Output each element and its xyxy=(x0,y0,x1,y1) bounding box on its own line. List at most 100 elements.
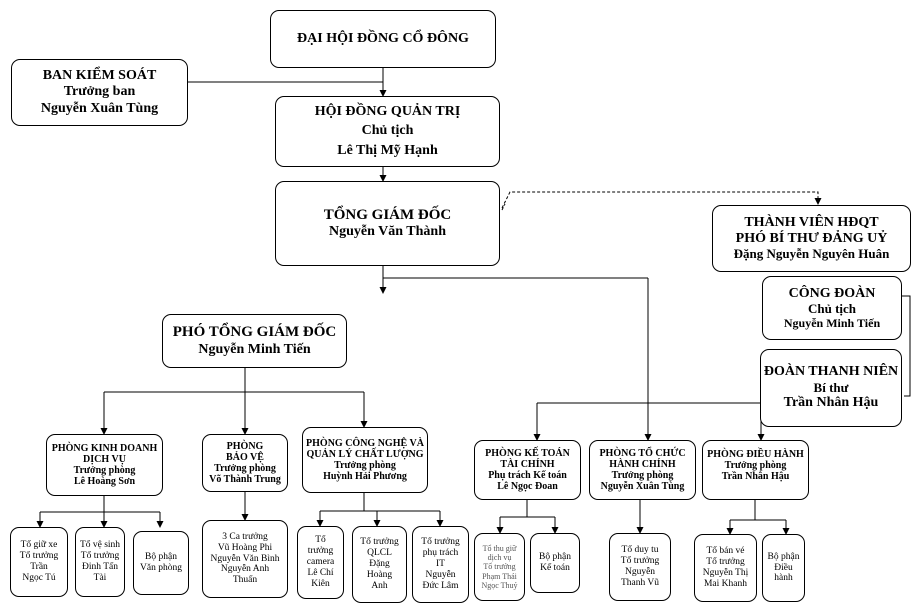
team-line: Tổ trưởng xyxy=(80,551,120,562)
team-line: Nguyễn Anh xyxy=(220,564,270,575)
ceo-name: Nguyễn Văn Thành xyxy=(329,224,446,240)
team-line: Tổ trưởng xyxy=(421,537,460,548)
board-role: Chủ tịch xyxy=(361,123,414,139)
team-line: Tổ trưởng xyxy=(620,556,660,567)
deputy-ceo-name: Nguyễn Minh Tiến xyxy=(198,341,311,357)
team-line: Đinh Tấn xyxy=(82,562,118,572)
dept-technology-line1: PHÒNG CÔNG NGHỆ VÀ xyxy=(306,438,424,449)
dept-accounting-name: Lê Ngọc Đoan xyxy=(497,481,558,492)
team-line: Tổ trưởng xyxy=(483,562,516,572)
dept-business-line2: DỊCH VỤ xyxy=(83,454,126,465)
team-line: Nguyễn Thị xyxy=(702,568,749,578)
union-role: Chủ tịch xyxy=(807,300,857,316)
team-line: Nguyễn xyxy=(425,569,456,580)
dept-security-line1: PHÒNG xyxy=(226,441,264,452)
team-line: Bộ phận xyxy=(767,551,800,562)
union-title: CÔNG ĐOÀN xyxy=(788,285,876,301)
team-line: Tổ trưởng xyxy=(706,557,745,568)
youth-box: ĐOÀN THANH NIÊN Bí thư Trần Nhân Hậu xyxy=(760,349,902,427)
board-member-box: THÀNH VIÊN HĐQT PHÓ BÍ THƯ ĐẢNG UỶ Đặng … xyxy=(712,205,911,272)
dept-admin-box: PHÒNG TỔ CHỨC HÀNH CHÍNH Trưởng phòng Ng… xyxy=(589,440,696,500)
shareholders-title: ĐẠI HỘI ĐỒNG CỔ ĐÔNG xyxy=(297,30,469,46)
team-line: Đức Lâm xyxy=(422,580,459,591)
team-line: Mai Khanh xyxy=(703,578,747,589)
youth-role: Bí thư xyxy=(813,379,849,395)
dept-admin-line1: PHÒNG TỔ CHỨC xyxy=(599,448,686,459)
team-line: Phạm Thái xyxy=(482,571,517,581)
dept-admin-role: Trưởng phòng xyxy=(611,470,674,481)
dept-accounting-role: Phụ trách Kế toán xyxy=(488,470,567,481)
dept-security-name: Võ Thành Trung xyxy=(209,474,281,485)
team-line: Hoàng xyxy=(366,569,393,580)
team-line: Tài xyxy=(93,572,107,583)
team-line: IT xyxy=(436,559,445,570)
team-line: QLCL xyxy=(367,548,392,559)
dept-technology-box: PHÒNG CÔNG NGHỆ VÀ QUẢN LÝ CHẤT LƯỢNG Tr… xyxy=(302,427,428,493)
board-name: Lê Thị Mỹ Hạnh xyxy=(337,142,438,158)
dept-operations-role: Trưởng phòng xyxy=(724,460,787,471)
board-member-line1: THÀNH VIÊN HĐQT xyxy=(744,214,879,230)
team-line: Điều xyxy=(774,562,793,573)
dept-technology-line2: QUẢN LÝ CHẤT LƯỢNG xyxy=(306,449,424,460)
team-line: Đặng xyxy=(369,559,390,570)
supervisory-role: Trưởng ban xyxy=(63,84,136,100)
dept-technology-role: Trưởng phòng xyxy=(334,460,396,471)
team-line: Tổ bán vé xyxy=(706,546,745,557)
dept-security-box: PHÒNG BẢO VỆ Trưởng phòng Võ Thành Trung xyxy=(202,434,288,492)
dept-admin-name: Nguyễn Xuân Tùng xyxy=(600,481,685,492)
board-box: HỘI ĐỒNG QUẢN TRỊ Chủ tịch Lê Thị Mỹ Hạn… xyxy=(275,96,500,167)
board-title: HỘI ĐỒNG QUẢN TRỊ xyxy=(314,104,461,120)
dept-operations-box: PHÒNG ĐIỀU HÀNH Trưởng phòng Trần Nhân H… xyxy=(702,440,809,500)
team-line: Bộ phận xyxy=(145,552,177,563)
supervisory-box: BAN KIỂM SOÁT Trưởng ban Nguyễn Xuân Tùn… xyxy=(11,59,188,126)
team-line: phụ trách xyxy=(422,548,459,559)
dept-admin-line2: HÀNH CHÍNH xyxy=(609,459,676,470)
dept-business-name: Lê Hoàng Sơn xyxy=(73,476,136,487)
team-line: camera xyxy=(306,557,335,568)
team-line: Tổ thu giữ xyxy=(482,544,517,554)
team-line: Tổ trưởng xyxy=(19,551,59,562)
dept-business-role: Trưởng phòng xyxy=(73,465,136,476)
team-line: trưởng xyxy=(307,546,334,557)
ceo-box: TỔNG GIÁM ĐỐC Nguyễn Văn Thành xyxy=(275,181,500,266)
dept-accounting-line1: PHÒNG KẾ TOÁN xyxy=(485,448,570,459)
youth-title: ĐOÀN THANH NIÊN xyxy=(763,364,899,380)
dept-security-role: Trưởng phòng xyxy=(214,463,276,474)
team-line: Kế toán xyxy=(540,563,570,573)
team-line: Anh xyxy=(371,580,388,591)
team-line: Tổ vệ sinh xyxy=(79,540,121,551)
dept-business-box: PHÒNG KINH DOANH DỊCH VỤ Trưởng phòng Lê… xyxy=(46,434,163,496)
deputy-ceo-title: PHÓ TỔNG GIÁM ĐỐC xyxy=(172,324,337,341)
supervisory-title: BAN KIỂM SOÁT xyxy=(42,68,157,84)
team-line: Lê Chí xyxy=(307,567,334,578)
dept-operations-line1: PHÒNG ĐIỀU HÀNH xyxy=(707,449,804,460)
supervisory-name: Nguyễn Xuân Tùng xyxy=(40,100,159,116)
team-line: hành xyxy=(774,573,793,584)
union-box: CÔNG ĐOÀN Chủ tịch Nguyễn Minh Tiến xyxy=(762,276,902,340)
youth-name: Trần Nhân Hậu xyxy=(783,395,879,411)
shareholders-box: ĐẠI HỘI ĐỒNG CỔ ĐÔNG xyxy=(270,10,496,68)
team-line: dịch vụ xyxy=(487,553,512,563)
dept-technology-name: Huỳnh Hải Phương xyxy=(323,471,407,482)
team-line: Trần xyxy=(30,562,48,572)
dept-accounting-line2: TÀI CHÍNH xyxy=(500,459,555,470)
board-member-name: Đặng Nguyễn Nguyên Huân xyxy=(733,246,890,262)
board-member-line2: PHÓ BÍ THƯ ĐẢNG UỶ xyxy=(735,231,888,247)
team-line: Thuấn xyxy=(232,575,258,586)
dept-security-line2: BẢO VỆ xyxy=(226,452,264,463)
team-line: Nguyễn xyxy=(624,567,656,577)
team-line: Tổ trưởng xyxy=(360,537,399,548)
team-line: Nguyễn Văn Bình xyxy=(210,553,280,564)
team-line: Kiên xyxy=(311,578,330,589)
